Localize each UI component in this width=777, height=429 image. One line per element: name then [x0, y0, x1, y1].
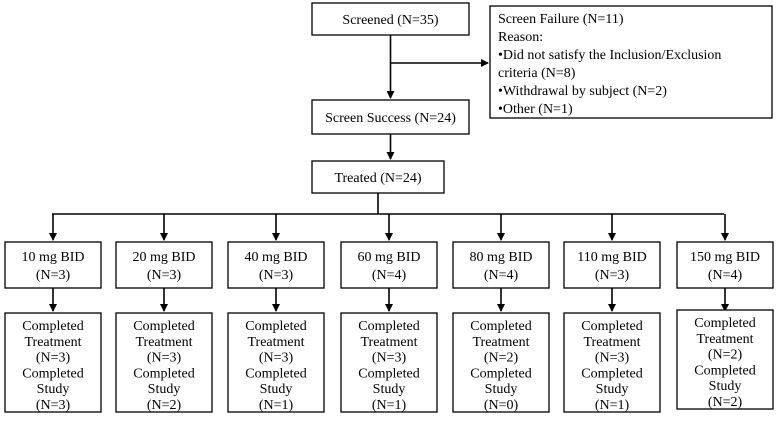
- screen-failure-reason: criteria (N=8): [498, 66, 576, 81]
- completed-treatment-n: (N=3): [595, 351, 630, 366]
- arm-dose: 20 mg BID: [133, 250, 196, 265]
- arm-n: (N=3): [36, 268, 71, 283]
- screen-failure-box: Screen Failure (N=11) Reason: •Did not s…: [489, 5, 773, 119]
- completed-treatment-n: (N=3): [36, 351, 71, 366]
- completed-study-n: (N=1): [372, 398, 407, 413]
- completed-study-n: (N=1): [259, 398, 294, 413]
- arm-n: (N=3): [259, 268, 294, 283]
- treated-label: Treated (N=24): [334, 171, 421, 186]
- arm-column: 60 mg BID(N=4)CompletedTreatment(N=3)Com…: [340, 214, 438, 413]
- screen-failure-title: Screen Failure (N=11): [498, 12, 624, 27]
- completed-treatment-n: (N=3): [372, 351, 407, 366]
- screened-label: Screened (N=35): [342, 13, 438, 28]
- arm-n: (N=4): [372, 268, 407, 283]
- screen-success-box: Screen Success (N=24): [311, 99, 470, 135]
- completed-treatment-label: Treatment: [696, 332, 753, 347]
- treated-box: Treated (N=24): [311, 160, 445, 194]
- completed-study-label: Study: [485, 382, 518, 397]
- completed-study-n: (N=1): [595, 398, 630, 413]
- arm-n: (N=3): [595, 268, 630, 283]
- arm-n: (N=3): [147, 268, 182, 283]
- arm-outcome-box: [115, 312, 213, 413]
- arm-outcome-box: [340, 312, 438, 413]
- arm-n: (N=4): [484, 268, 519, 283]
- arm-dose-box: [115, 241, 213, 289]
- completed-treatment-label: Treatment: [360, 335, 417, 350]
- arm-column: 80 mg BID(N=4)CompletedTreatment(N=2)Com…: [452, 214, 550, 413]
- arm-column: 40 mg BID(N=3)CompletedTreatment(N=3)Com…: [227, 214, 325, 413]
- arm-dose-box: [563, 241, 661, 289]
- completed-treatment-label: Completed: [694, 316, 755, 331]
- completed-study-label: Study: [260, 382, 293, 397]
- arm-column: 150 mg BID(N=4)CompletedTreatment(N=2)Co…: [676, 214, 774, 410]
- completed-treatment-label: Completed: [358, 319, 419, 334]
- arm-dose-box: [227, 241, 325, 289]
- screen-failure-reason: •Other (N=1): [498, 102, 573, 117]
- completed-study-label: Completed: [245, 366, 306, 381]
- completed-study-n: (N=2): [147, 398, 182, 413]
- completed-study-label: Completed: [358, 366, 419, 381]
- screen-failure-reason: •Did not satisfy the Inclusion/Exclusion: [498, 48, 721, 63]
- arm-column: 20 mg BID(N=3)CompletedTreatment(N=3)Com…: [115, 214, 213, 413]
- screen-failure-reason: •Withdrawal by subject (N=2): [498, 84, 667, 99]
- screen-failure-reason-label: Reason:: [498, 30, 543, 45]
- completed-treatment-label: Treatment: [583, 335, 640, 350]
- completed-treatment-label: Completed: [133, 319, 194, 334]
- completed-treatment-n: (N=2): [708, 348, 743, 363]
- completed-study-label: Study: [148, 382, 181, 397]
- arm-outcome-box: [4, 312, 102, 413]
- screen-success-label: Screen Success (N=24): [325, 111, 456, 126]
- arm-dose-box: [340, 241, 438, 289]
- completed-study-label: Completed: [470, 366, 531, 381]
- completed-treatment-label: Completed: [245, 319, 306, 334]
- arm-column: 110 mg BID(N=3)CompletedTreatment(N=3)Co…: [563, 214, 661, 413]
- arm-outcome-box: [563, 312, 661, 413]
- arm-dose: 80 mg BID: [470, 250, 533, 265]
- arm-column: 10 mg BID(N=3)CompletedTreatment(N=3)Com…: [4, 214, 102, 413]
- completed-study-label: Study: [37, 382, 70, 397]
- completed-study-label: Study: [373, 382, 406, 397]
- arm-outcome-box: [452, 312, 550, 413]
- completed-treatment-label: Completed: [581, 319, 642, 334]
- screened-box: Screened (N=35): [311, 2, 470, 36]
- completed-study-label: Completed: [694, 363, 755, 378]
- completed-study-label: Study: [709, 379, 742, 394]
- arm-outcome-box: [676, 309, 774, 410]
- arm-dose: 40 mg BID: [245, 250, 308, 265]
- completed-treatment-n: (N=3): [259, 351, 294, 366]
- treatment-arms: 10 mg BID(N=3)CompletedTreatment(N=3)Com…: [4, 214, 774, 413]
- arm-dose-box: [4, 241, 102, 289]
- completed-study-label: Completed: [133, 366, 194, 381]
- completed-treatment-label: Treatment: [135, 335, 192, 350]
- completed-study-label: Completed: [581, 366, 642, 381]
- arm-dose: 110 mg BID: [577, 250, 646, 265]
- completed-study-n: (N=3): [36, 398, 71, 413]
- completed-study-label: Completed: [22, 366, 83, 381]
- completed-study-n: (N=0): [484, 398, 519, 413]
- completed-treatment-label: Treatment: [247, 335, 304, 350]
- arm-n: (N=4): [708, 268, 743, 283]
- completed-treatment-n: (N=3): [147, 351, 182, 366]
- completed-study-n: (N=2): [708, 395, 743, 410]
- arm-outcome-box: [227, 312, 325, 413]
- completed-treatment-label: Treatment: [24, 335, 81, 350]
- completed-treatment-n: (N=2): [484, 351, 519, 366]
- arm-dose: 10 mg BID: [22, 250, 85, 265]
- completed-study-label: Study: [596, 382, 629, 397]
- arm-dose: 150 mg BID: [690, 250, 760, 265]
- arm-dose-box: [676, 241, 774, 289]
- completed-treatment-label: Treatment: [472, 335, 529, 350]
- arm-dose: 60 mg BID: [358, 250, 421, 265]
- completed-treatment-label: Completed: [22, 319, 83, 334]
- completed-treatment-label: Completed: [470, 319, 531, 334]
